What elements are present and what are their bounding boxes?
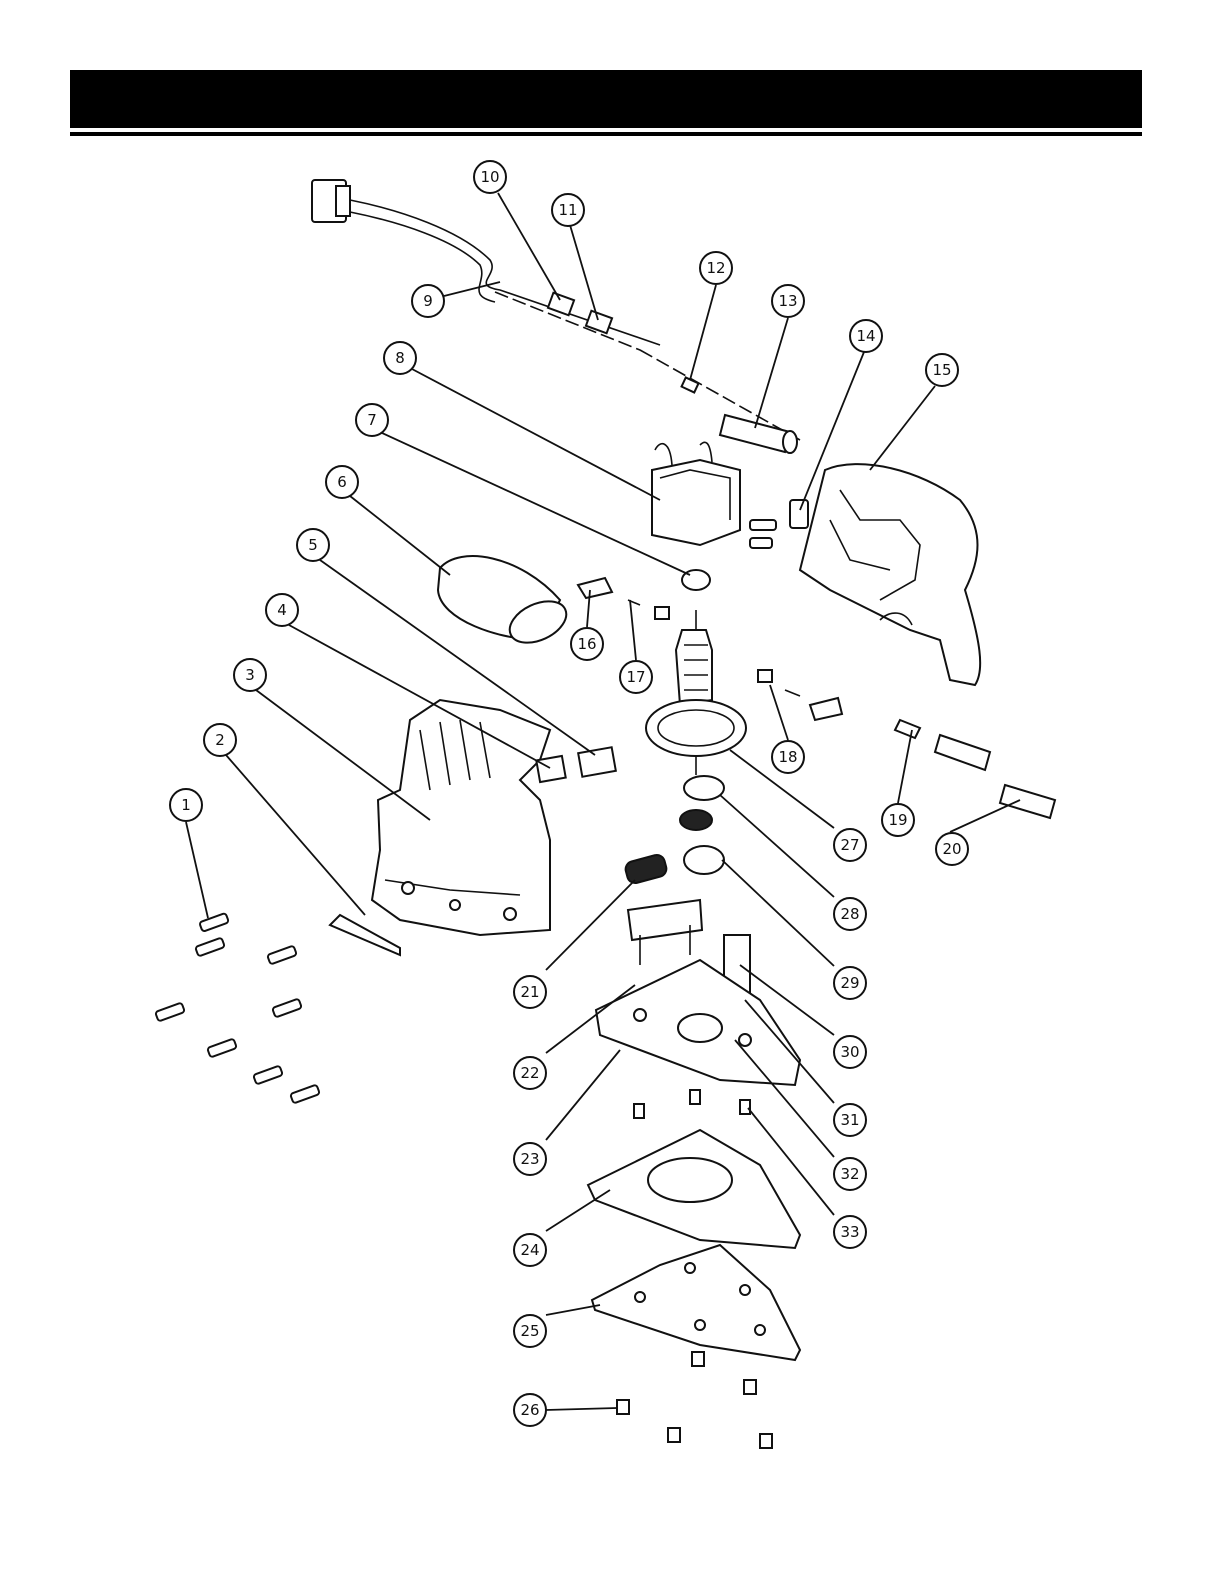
callout-28: 28 bbox=[834, 898, 866, 930]
callout-23-label: 23 bbox=[520, 1150, 539, 1168]
callout-30-label: 30 bbox=[840, 1043, 859, 1061]
leader-lines bbox=[186, 193, 1020, 1410]
callout-33: 33 bbox=[834, 1216, 866, 1248]
callout-9-label: 9 bbox=[423, 292, 433, 310]
callout-2-label: 2 bbox=[215, 731, 225, 749]
callout-10: 10 bbox=[474, 161, 506, 193]
switch-caps bbox=[536, 747, 616, 782]
callout-27: 27 bbox=[834, 829, 866, 861]
callout-4: 4 bbox=[266, 594, 298, 626]
callout-33-label: 33 bbox=[840, 1223, 859, 1241]
callout-5-label: 5 bbox=[308, 536, 318, 554]
callout-32-label: 32 bbox=[840, 1165, 859, 1183]
sanding-tip bbox=[330, 915, 400, 955]
cord-terminals bbox=[895, 720, 1055, 818]
sanding-pad bbox=[592, 1245, 800, 1360]
callout-18-label: 18 bbox=[778, 748, 797, 766]
callout-8: 8 bbox=[384, 342, 416, 374]
switch-assembly bbox=[750, 500, 808, 548]
cord-clamps bbox=[548, 293, 612, 334]
callout-32: 32 bbox=[834, 1158, 866, 1190]
cord-sleeve bbox=[720, 415, 797, 453]
callout-24: 24 bbox=[514, 1234, 546, 1266]
callout-14: 14 bbox=[850, 320, 882, 352]
callout-15-label: 15 bbox=[932, 361, 951, 379]
callout-9: 9 bbox=[412, 285, 444, 317]
callout-24-label: 24 bbox=[520, 1241, 539, 1259]
callout-12-label: 12 bbox=[706, 259, 725, 277]
callout-19: 19 bbox=[882, 804, 914, 836]
callout-6: 6 bbox=[326, 466, 358, 498]
callout-26-label: 26 bbox=[520, 1401, 539, 1419]
callout-23: 23 bbox=[514, 1143, 546, 1175]
callout-8-label: 8 bbox=[395, 349, 405, 367]
callout-3: 3 bbox=[234, 659, 266, 691]
callout-11-label: 11 bbox=[558, 201, 577, 219]
callout-28-label: 28 bbox=[840, 905, 859, 923]
callout-25: 25 bbox=[514, 1315, 546, 1347]
callout-7: 7 bbox=[356, 404, 388, 436]
callout-7-label: 7 bbox=[367, 411, 377, 429]
callout-20-label: 20 bbox=[942, 840, 961, 858]
base-plate bbox=[596, 960, 800, 1085]
callout-29: 29 bbox=[834, 967, 866, 999]
dust-container bbox=[438, 556, 573, 651]
pad-frame bbox=[588, 1130, 800, 1248]
callout-31-label: 31 bbox=[840, 1111, 859, 1129]
callout-16: 16 bbox=[571, 628, 603, 660]
base-screws bbox=[634, 1090, 750, 1118]
callout-31: 31 bbox=[834, 1104, 866, 1136]
callout-5: 5 bbox=[297, 529, 329, 561]
housing-half bbox=[800, 464, 980, 685]
field-coil bbox=[652, 442, 740, 545]
callout-16-label: 16 bbox=[577, 635, 596, 653]
callout-25-label: 25 bbox=[520, 1322, 539, 1340]
callout-19-label: 19 bbox=[888, 811, 907, 829]
rubber-pad bbox=[624, 853, 668, 885]
motor-housing bbox=[372, 700, 550, 935]
callout-29-label: 29 bbox=[840, 974, 859, 992]
callout-1: 1 bbox=[170, 789, 202, 821]
callout-22: 22 bbox=[514, 1057, 546, 1089]
callout-13-label: 13 bbox=[778, 292, 797, 310]
callout-4-label: 4 bbox=[277, 601, 287, 619]
callout-26: 26 bbox=[514, 1394, 546, 1426]
callout-27-label: 27 bbox=[840, 836, 859, 854]
callout-22-label: 22 bbox=[520, 1064, 539, 1082]
callout-2: 2 bbox=[204, 724, 236, 756]
callout-13: 13 bbox=[772, 285, 804, 317]
housing-screws bbox=[155, 913, 320, 1104]
callout-15: 15 bbox=[926, 354, 958, 386]
feet bbox=[617, 1352, 772, 1448]
callout-21: 21 bbox=[514, 976, 546, 1008]
callout-30: 30 bbox=[834, 1036, 866, 1068]
callout-17: 17 bbox=[620, 661, 652, 693]
lower-bearings bbox=[680, 776, 724, 874]
callout-10-label: 10 bbox=[480, 168, 499, 186]
callout-3-label: 3 bbox=[245, 666, 255, 684]
callout-14-label: 14 bbox=[856, 327, 875, 345]
callout-12: 12 bbox=[700, 252, 732, 284]
callout-20: 20 bbox=[936, 833, 968, 865]
callout-21-label: 21 bbox=[520, 983, 539, 1001]
callout-18: 18 bbox=[772, 741, 804, 773]
callout-1-label: 1 bbox=[181, 796, 191, 814]
callout-6-label: 6 bbox=[337, 473, 347, 491]
callout-11: 11 bbox=[552, 194, 584, 226]
callout-17-label: 17 bbox=[626, 668, 645, 686]
